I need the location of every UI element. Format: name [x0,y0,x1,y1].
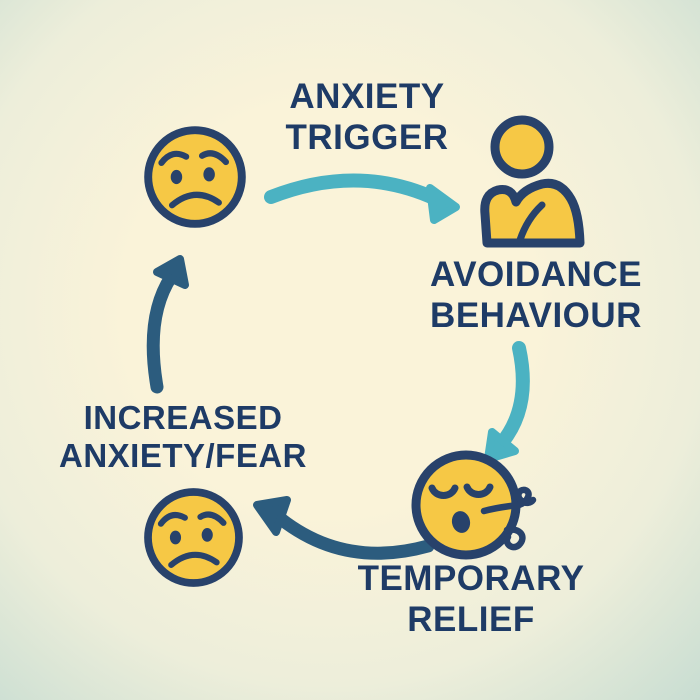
closed-left-eye [428,484,459,499]
label-increased-anxiety-fear: INCREASED ANXIETY/FEAR [59,399,307,475]
label-line: ANXIETY/FEAR [58,437,308,474]
arrow-avoidance-to-relief-icon [484,341,530,463]
right-eye [203,167,215,182]
person-arms-crossed-icon [480,115,585,248]
left-eyebrow [158,150,190,166]
frown-mouth [168,191,222,209]
right-eye [201,528,213,542]
right-eyebrow [197,511,227,526]
crossed-arm-line [516,201,546,244]
relieved-face-exhaling-icon [411,450,537,560]
label-anxiety-trigger: ANXIETY TRIGGER [286,76,449,158]
label-line: TEMPORARY [357,559,585,598]
left-eye [170,169,183,185]
label-line: INCREASED [83,399,283,436]
label-temporary-relief: TEMPORARY RELIEF [358,558,585,640]
label-line: TRIGGER [285,118,449,157]
arrow-relief-to-increased-icon [253,496,435,560]
label-avoidance-behaviour: AVOIDANCE BEHAVIOUR [430,254,642,336]
breath-swirl-lower [503,526,526,551]
right-eyebrow [198,150,230,166]
closed-right-eye [463,483,494,498]
worried-face-icon [144,126,246,228]
frown-mouth [168,551,220,568]
left-eyebrow [157,511,188,527]
breath-swirl-upper [480,486,537,515]
label-line: ANXIETY [289,77,445,116]
label-line: AVOIDANCE [430,255,642,294]
exhale-mouth [451,511,471,533]
left-eye [169,530,182,545]
arrow-increased-to-trigger-icon [146,255,189,394]
worried-face-icon [144,488,243,587]
face-outline [144,488,243,587]
label-line: RELIEF [407,600,535,639]
arrow-trigger-to-avoidance-icon [264,173,460,224]
label-line: BEHAVIOUR [430,296,642,335]
face-outline [144,126,246,228]
person-head [490,115,554,179]
